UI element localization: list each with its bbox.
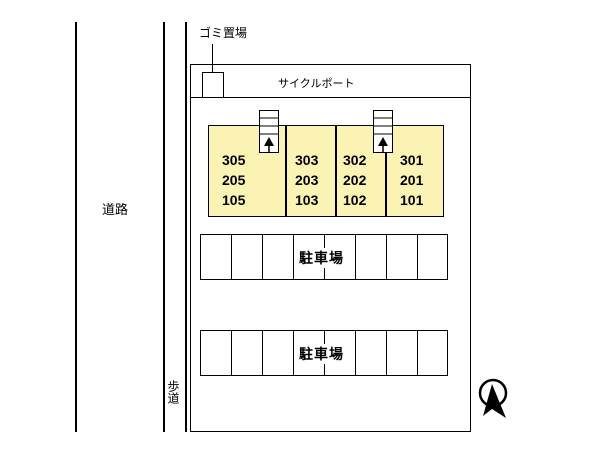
stair-arrow-right-icon [373, 117, 393, 153]
trash-leader-line [212, 44, 213, 72]
unit-number-202: 202 [343, 172, 367, 188]
road-label: 道路 [102, 202, 129, 217]
parking-lower-divider-2 [262, 330, 263, 376]
unit-number-302: 302 [343, 152, 367, 168]
unit-number-203: 203 [295, 172, 319, 188]
parking-upper-divider-1 [231, 234, 232, 280]
unit-number-301: 301 [400, 152, 424, 168]
parking-lower-divider-7 [417, 330, 418, 376]
unit-number-103: 103 [295, 192, 319, 208]
unit-number-102: 102 [343, 192, 367, 208]
cycle-port-label: サイクルポート [278, 78, 355, 90]
unit-number-201: 201 [400, 172, 424, 188]
sidewalk-label: 歩道 [166, 380, 180, 404]
road-line-left [75, 22, 77, 432]
road-line-right [163, 22, 165, 432]
site-boundary [190, 64, 471, 432]
unit-column-1 [286, 125, 336, 217]
parking-upper-divider-7 [417, 234, 418, 280]
parking-lower-divider-3 [293, 330, 294, 376]
parking-lower-divider-6 [386, 330, 387, 376]
parking-upper-divider-2 [262, 234, 263, 280]
sidewalk-line [185, 22, 187, 432]
unit-number-205: 205 [222, 172, 246, 188]
parking-lower-divider-5 [355, 330, 356, 376]
parking-lower-divider-1 [231, 330, 232, 376]
parking-upper-label: 駐車場 [297, 248, 346, 268]
unit-number-101: 101 [400, 192, 424, 208]
parking-upper-divider-5 [355, 234, 356, 280]
north-arrow-icon [478, 378, 508, 418]
stair-arrow-left-icon [259, 117, 279, 153]
parking-upper-divider-3 [293, 234, 294, 280]
trash-area-label: ゴミ置場 [199, 26, 248, 40]
cycle-port-box [190, 64, 471, 98]
unit-number-303: 303 [295, 152, 319, 168]
unit-number-305: 305 [222, 152, 246, 168]
parking-lower-label: 駐車場 [297, 344, 346, 364]
unit-column-3 [386, 125, 444, 217]
unit-number-105: 105 [222, 192, 246, 208]
parking-upper-divider-6 [386, 234, 387, 280]
